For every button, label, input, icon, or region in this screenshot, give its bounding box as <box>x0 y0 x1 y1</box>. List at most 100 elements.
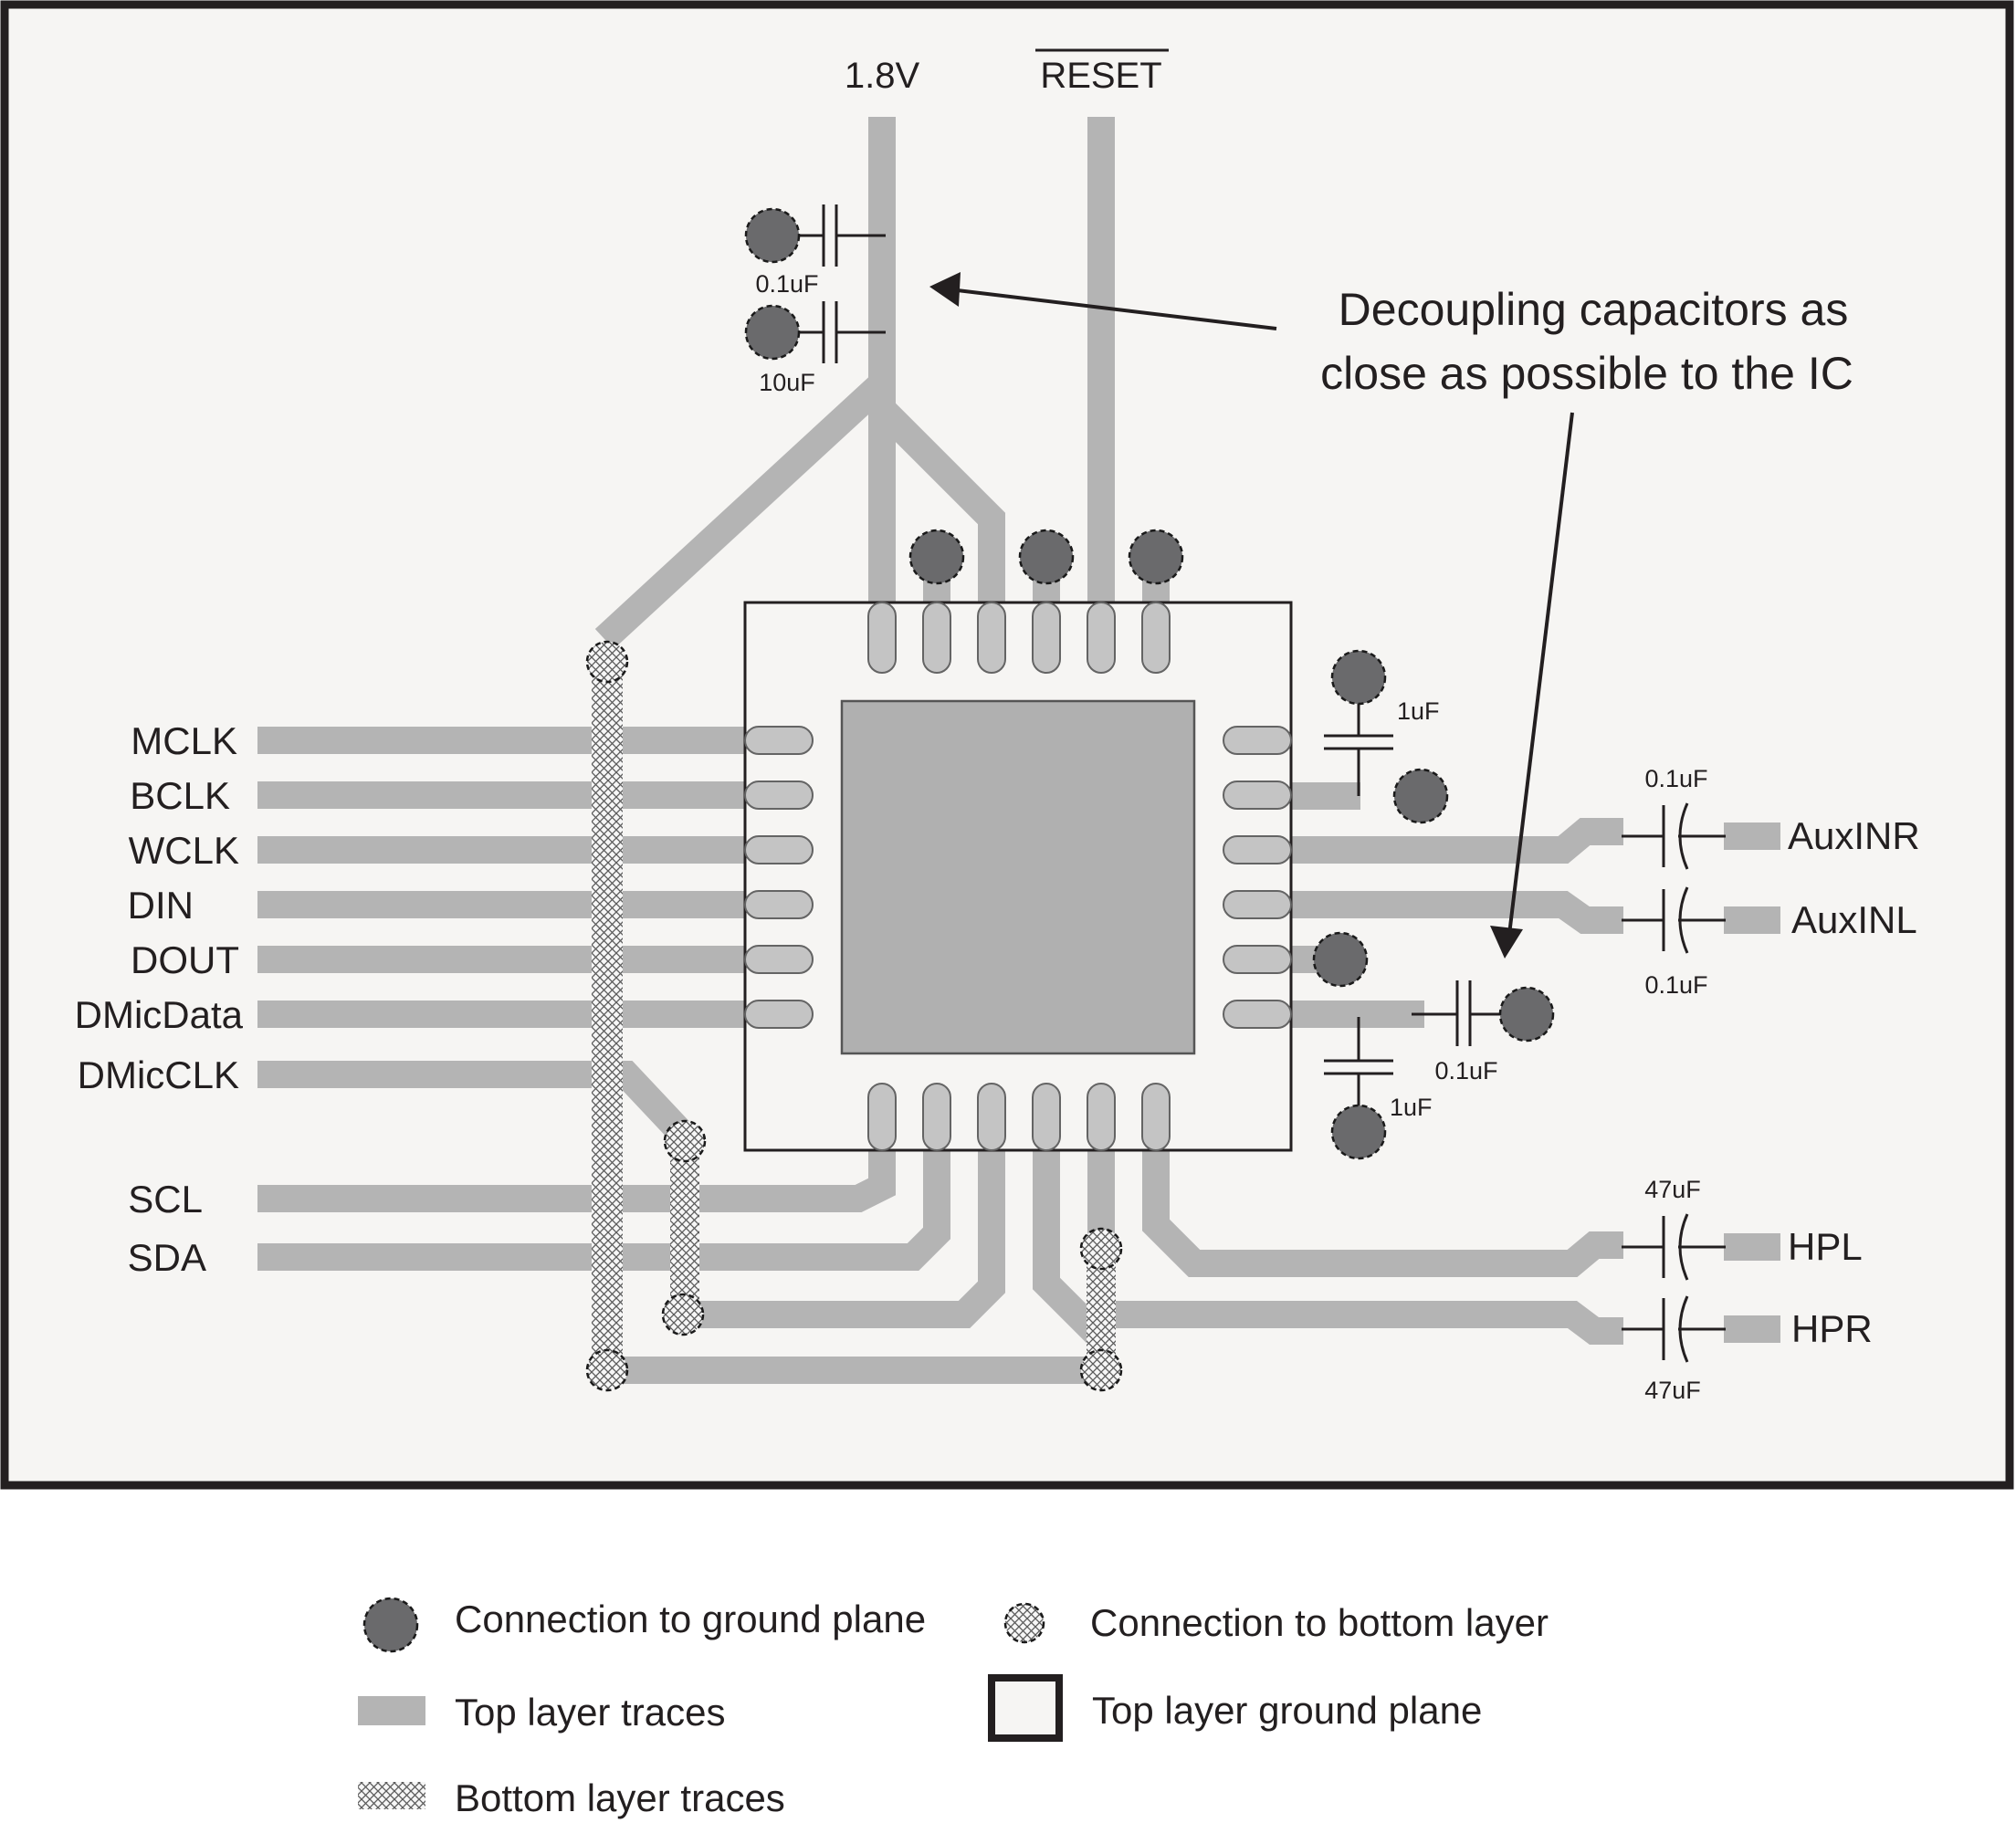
label-hpl: HPL <box>1788 1225 1863 1268</box>
ground-via <box>744 304 801 361</box>
ic-thermal-pad <box>840 699 1196 1055</box>
legend-top-traces-label: Top layer traces <box>455 1691 725 1734</box>
cap-value-hpr: 47uF <box>1644 1377 1701 1404</box>
ic-pin-left-2 <box>744 781 814 810</box>
ic-pins <box>744 602 1292 1151</box>
label-mclk: MCLK <box>131 719 237 762</box>
legend-ground-via-icon <box>362 1597 419 1653</box>
bottom-via <box>1079 1227 1123 1271</box>
ground-via <box>1498 986 1555 1042</box>
bottom-layer-traces <box>592 655 1116 1373</box>
arrow-head-right-caps <box>1490 926 1523 959</box>
ground-via <box>1330 649 1387 706</box>
annotation-text: Decoupling capacitors as close as possib… <box>1320 284 1853 399</box>
bottom-layer-vias <box>585 640 1123 1392</box>
ic-pin-right-5 <box>1223 945 1292 974</box>
annotation-arrows <box>929 272 1574 959</box>
legend: Connection to ground plane Connection to… <box>358 1597 1549 1819</box>
label-reset: RESET <box>1040 56 1161 96</box>
capacitor-aux-inr <box>1622 802 1726 870</box>
ground-vias <box>744 207 1555 1160</box>
cap-value-hpl: 47uF <box>1644 1176 1701 1203</box>
trace-hpl <box>1142 1114 1623 1277</box>
bottom-via <box>1079 1348 1123 1392</box>
trace-aux-inr <box>1287 818 1623 864</box>
cap-value-right-mid: 0.1uF <box>1434 1057 1497 1084</box>
bottom-via <box>663 1119 707 1163</box>
ground-via <box>908 529 965 585</box>
trace-dmicclk <box>257 1061 695 1147</box>
ground-via <box>1330 1104 1387 1160</box>
ic-pin-right-6 <box>1223 1000 1292 1029</box>
trace-vdd-branch-right <box>872 399 1005 639</box>
ic-pin-top-2 <box>922 602 951 674</box>
capacitor-aux-inl <box>1622 886 1726 954</box>
bottom-via <box>585 1348 629 1392</box>
ic-pin-right-2 <box>1223 781 1292 810</box>
ic-pin-right-4 <box>1223 890 1292 919</box>
ic-pin-top-1 <box>867 602 897 674</box>
label-bclk: BCLK <box>130 774 230 817</box>
cap-value-aux-inl: 0.1uF <box>1644 971 1707 999</box>
capacitor-hpr <box>1622 1295 1726 1363</box>
ic-pin-top-6 <box>1141 602 1171 674</box>
right-signal-labels: AuxINR AuxINL HPL HPR <box>1788 814 1920 1350</box>
capacitor-vdd-1 <box>793 204 886 267</box>
legend-ground-via-label: Connection to ground plane <box>455 1598 926 1640</box>
arrow-line-to-vdd-caps <box>949 288 1277 330</box>
label-dout: DOUT <box>131 938 239 981</box>
bottom-trace-dmicclk <box>670 1138 699 1315</box>
ic-pin-top-4 <box>1032 602 1061 674</box>
label-dmicdata: DMicData <box>75 993 244 1036</box>
ground-via <box>1128 529 1184 585</box>
bottom-trace-left-bus <box>592 655 623 1373</box>
label-dmicclk: DMicCLK <box>78 1053 239 1096</box>
ic-pin-bottom-6 <box>1141 1083 1171 1151</box>
legend-bottom-via-icon <box>1003 1602 1045 1644</box>
arrow-head-vdd-caps <box>929 272 961 307</box>
label-aux-inr: AuxINR <box>1788 814 1920 857</box>
ic-pin-right-1 <box>1223 726 1292 755</box>
capacitor-hpl <box>1622 1213 1726 1281</box>
trace-bottom-pin3 <box>683 1114 1005 1328</box>
arrow-line-to-right-caps <box>1507 412 1574 943</box>
ic-pin-bottom-3 <box>977 1083 1006 1151</box>
cap-value-right-bottom: 1uF <box>1390 1094 1433 1121</box>
supply-labels: 1.8V RESET <box>845 48 1169 96</box>
capacitor-value-labels: 0.1uF 10uF 1uF 0.1uF 0.1uF 0.1uF 1uF 47u… <box>755 270 1707 1404</box>
ic-pin-left-5 <box>744 945 814 974</box>
trace-aux-inl <box>1287 891 1623 934</box>
legend-bottom-via-label: Connection to bottom layer <box>1090 1601 1549 1644</box>
ground-via <box>1018 529 1075 585</box>
ic-pin-bottom-2 <box>922 1083 951 1151</box>
ic-pin-bottom-4 <box>1032 1083 1061 1151</box>
label-wclk: WCLK <box>129 829 239 872</box>
ic-pin-top-3 <box>977 602 1006 674</box>
ic-pin-left-3 <box>744 835 814 864</box>
ic-pin-top-5 <box>1087 602 1116 674</box>
label-vdd: 1.8V <box>845 56 920 96</box>
ic-pin-bottom-5 <box>1087 1083 1116 1151</box>
ic-pin-left-4 <box>744 890 814 919</box>
legend-ground-plane-label: Top layer ground plane <box>1092 1689 1482 1732</box>
ic-package <box>743 601 1293 1152</box>
annotation-line-2: close as possible to the IC <box>1320 348 1853 399</box>
ground-via <box>1392 768 1449 824</box>
capacitor-right-bottom <box>1324 1017 1393 1112</box>
cap-value-right-top: 1uF <box>1397 697 1440 725</box>
trace-vdd-branch-left <box>594 372 892 650</box>
label-scl: SCL <box>128 1178 203 1221</box>
left-signal-labels: MCLK BCLK WCLK DIN DOUT DMicData DMicCLK… <box>75 719 244 1279</box>
capacitor-symbols <box>793 204 1726 1363</box>
cap-value-aux-inr: 0.1uF <box>1644 765 1707 792</box>
ground-via <box>1312 931 1369 988</box>
top-layer-traces <box>257 117 1780 1384</box>
trace-sda <box>257 1114 950 1271</box>
ground-via <box>744 207 801 264</box>
label-sda: SDA <box>128 1236 206 1279</box>
trace-hpr <box>1101 1301 1623 1345</box>
cap-value-vdd-1: 0.1uF <box>755 270 818 298</box>
bottom-via <box>585 640 629 684</box>
legend-bottom-traces-icon <box>358 1782 425 1809</box>
